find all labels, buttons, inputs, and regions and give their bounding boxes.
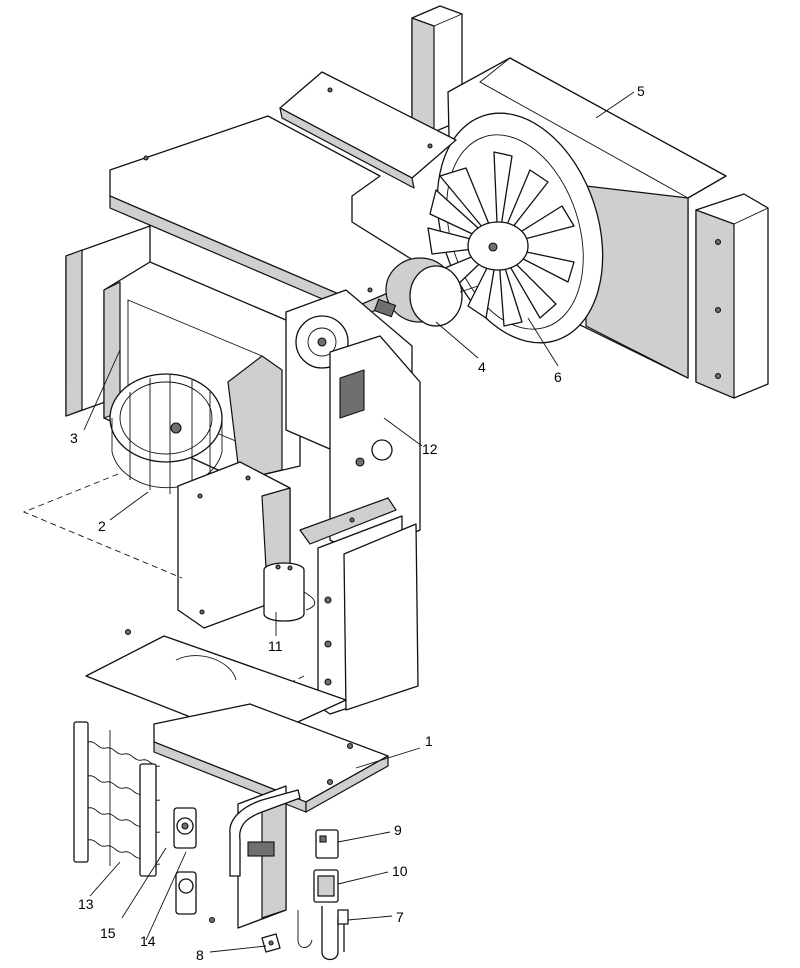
condenser-fan-blade	[427, 151, 575, 327]
wire-harness	[297, 906, 349, 961]
callout-5: 5	[637, 83, 645, 99]
callout-4: 4	[478, 359, 486, 375]
callout-11: 11	[268, 638, 283, 654]
callout-10: 10	[392, 863, 408, 879]
leader-lines	[83, 91, 635, 953]
blower-wheel	[109, 373, 223, 494]
top-cover	[109, 115, 417, 317]
callout-14: 14	[140, 933, 156, 949]
assembly-dashed-line	[22, 473, 183, 579]
callout-6: 6	[554, 369, 562, 385]
callout-9: 9	[394, 822, 402, 838]
right-side-bracket	[695, 193, 769, 399]
callout-15: 15	[100, 925, 116, 941]
transformer	[313, 869, 339, 903]
callout-1: 1	[425, 733, 433, 749]
callout-7: 7	[396, 909, 404, 925]
relay	[315, 829, 339, 859]
top-side-bracket	[279, 71, 457, 189]
callout-2: 2	[98, 518, 106, 534]
callout-8: 8	[196, 947, 204, 963]
front-right-panel	[299, 497, 419, 715]
limit-switch	[173, 807, 197, 849]
control-box-panel	[329, 335, 421, 557]
control-board	[229, 785, 301, 929]
callout-3: 3	[70, 430, 78, 446]
heater-coil-assembly	[73, 721, 161, 877]
fan-motor	[373, 257, 479, 327]
thermal-fuse	[175, 871, 216, 924]
callout-13: 13	[78, 896, 94, 912]
capacitor	[263, 562, 316, 622]
callout-labels: 1 2 3 4 5 6 7 8 9 10 11 12 13 14 15	[70, 83, 645, 963]
screw-fastener	[261, 933, 281, 953]
callout-12: 12	[422, 441, 438, 457]
